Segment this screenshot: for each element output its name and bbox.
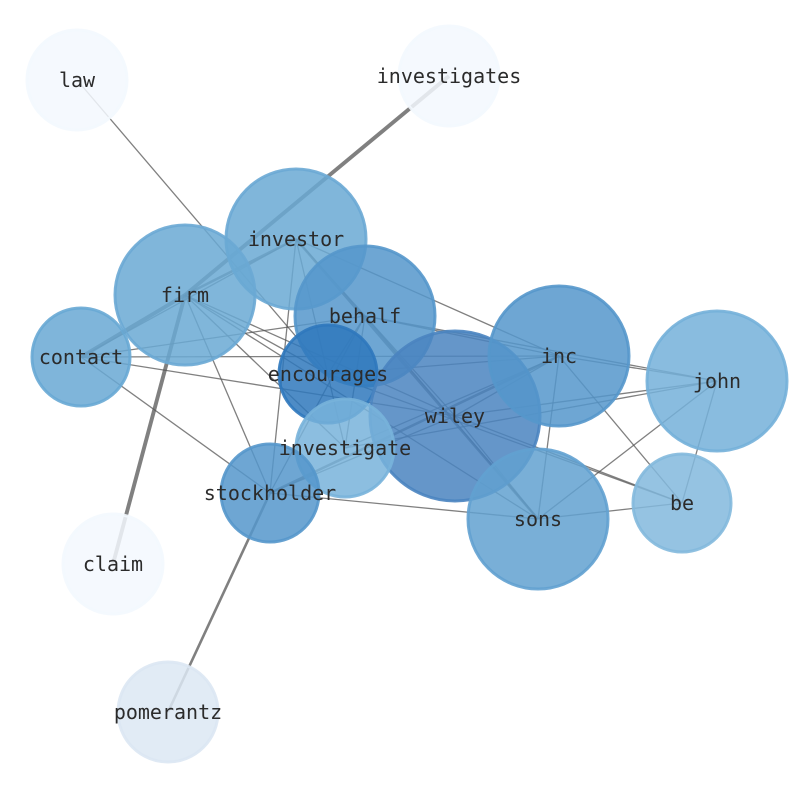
node-label-law: law — [59, 68, 96, 92]
node-label-investigate: investigate — [279, 436, 411, 460]
node-john[interactable] — [645, 309, 789, 453]
node-inc[interactable] — [487, 284, 631, 428]
node-pomerantz[interactable] — [116, 660, 220, 764]
node-law[interactable] — [25, 28, 129, 132]
node-investigates[interactable] — [397, 24, 501, 128]
node-label-investor: investor — [248, 227, 344, 251]
node-claim[interactable] — [61, 512, 165, 616]
node-firm[interactable] — [113, 223, 257, 367]
node-label-be: be — [670, 491, 694, 515]
node-label-behalf: behalf — [329, 304, 401, 328]
node-label-inc: inc — [541, 344, 577, 368]
node-sons[interactable] — [466, 447, 610, 591]
node-be[interactable] — [631, 452, 733, 554]
node-label-john: john — [693, 369, 741, 393]
node-label-firm: firm — [161, 283, 209, 307]
node-contact[interactable] — [30, 306, 132, 408]
node-label-investigates: investigates — [377, 64, 522, 88]
labels-layer: law investigates investor firm behalf contact… — [39, 64, 741, 724]
node-label-contact: contact — [39, 345, 123, 369]
node-stockholder[interactable] — [219, 442, 321, 544]
node-label-pomerantz: pomerantz — [114, 700, 222, 724]
node-label-stockholder: stockholder — [204, 481, 336, 505]
nodes-layer — [25, 24, 789, 764]
node-label-encourages: encourages — [268, 362, 388, 386]
node-label-claim: claim — [83, 552, 143, 576]
node-investigate[interactable] — [294, 397, 396, 499]
node-label-wiley: wiley — [425, 404, 485, 428]
node-label-sons: sons — [514, 507, 562, 531]
